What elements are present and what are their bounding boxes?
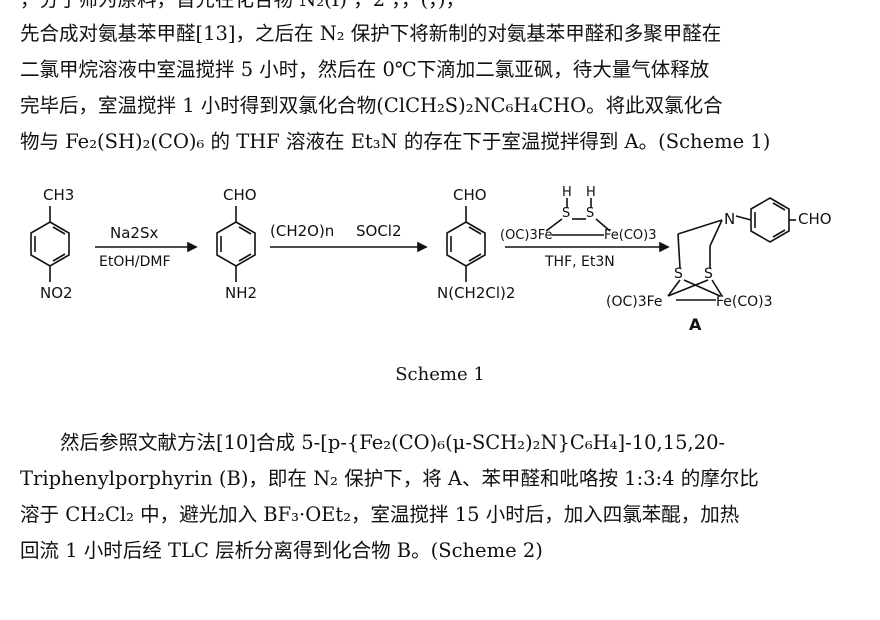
int2-top-label: CHO [453,186,487,204]
sm-top-label: CH3 [43,186,74,204]
para1-line1: 先合成对氨基苯甲醛[13]，之后在 N₂ 保护下将新制的对氨基苯甲醛和多聚甲醛在 [20,22,722,45]
complex-s2: S [586,206,594,221]
complex-fe-right: Fe(CO)3 [604,228,657,243]
int1-top-label: CHO [223,186,257,204]
clipped-line: ，分子筛为原料，首先在化合物 N₂(I) ，2 ，，(，)， [20,0,465,12]
step2-reagent-b: SOCl2 [356,222,402,240]
step2-reagent-a: (CH2O)n [270,222,334,240]
ring-product [750,197,790,243]
complex-h1: H [562,186,572,200]
step1-reagent-bottom: EtOH/DMF [99,254,171,270]
product-s2: S [704,266,713,282]
product-fe-right: Fe(CO)3 [716,294,773,310]
scheme-1-diagram: CH3 NO2 Na2Sx EtOH/DMF CHO NH2 (CH2O)n S… [30,186,832,334]
step3-reagent-bottom: THF, Et3N [544,254,615,270]
product-s1: S [674,266,683,282]
int1-bottom-label: NH2 [225,284,257,302]
product-cho: CHO [798,210,832,228]
para2-line3: 溶于 CH₂Cl₂ 中，避光加入 BF₃·OEt₂，室温搅拌 15 小时后，加入… [20,503,740,526]
step1-reagent-top: Na2Sx [110,224,158,242]
ring-int2 [446,221,486,267]
para1-line4: 物与 Fe₂(SH)₂(CO)₆ 的 THF 溶液在 Et₃N 的存在下于室温搅… [20,130,771,153]
sm-bottom-label: NO2 [40,284,73,302]
para2-line1: 然后参照文献方法[10]合成 5-[p-{Fe₂(CO)₆(μ-SCH₂)₂N}… [20,431,725,455]
ring-sm [30,221,70,267]
complex-h2: H [586,186,596,200]
product-label: A [689,315,702,334]
scheme-caption: Scheme 1 [395,364,485,385]
product-n: N [724,210,735,228]
complex-s1: S [562,206,570,221]
para1-line3: 完毕后，室温搅拌 1 小时得到双氯化合物(ClCH₂S)₂NC₆H₄CHO。将此… [20,94,723,117]
complex-fe-left: (OC)3Fe [500,228,553,243]
para2-line2: Triphenylporphyrin (B)，即在 N₂ 保护下，将 A、苯甲醛… [20,467,759,490]
ring-int1 [216,221,256,267]
para2-line1-text: 然后参照文献方法[10]合成 5-[p-{Fe₂(CO)₆(μ-SCH₂)₂N}… [60,431,726,454]
product-fe-left: (OC)3Fe [606,294,663,310]
para2-line4: 回流 1 小时后经 TLC 层析分离得到化合物 B。(Scheme 2) [20,539,543,562]
int2-bottom-label: N(CH2Cl)2 [437,284,515,302]
para1-line2: 二氯甲烷溶液中室温搅拌 5 小时，然后在 0℃下滴加二氯亚砜，待大量气体释放 [20,58,710,81]
